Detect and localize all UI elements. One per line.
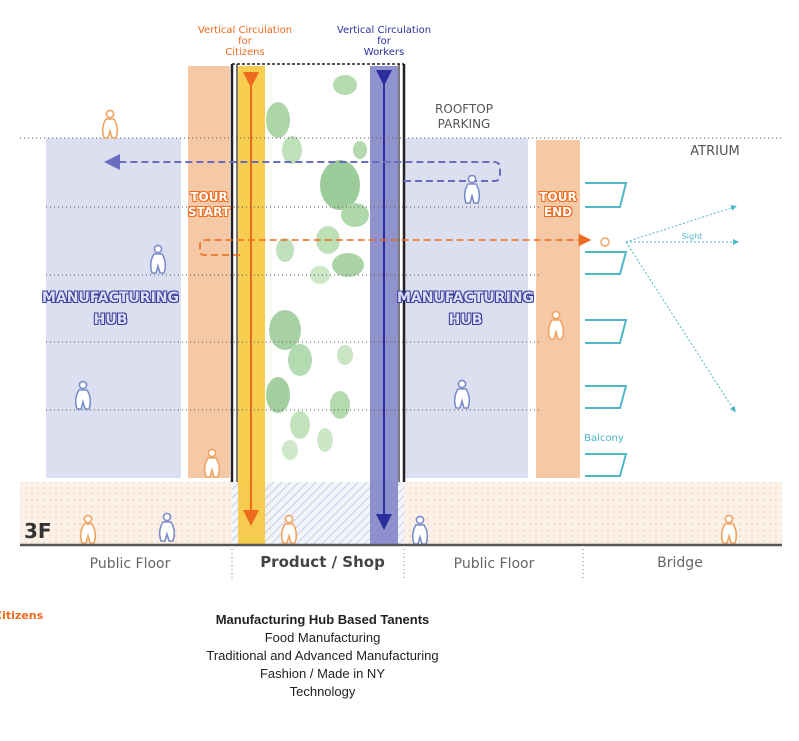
floor-public-left: Public Floor — [89, 556, 171, 572]
worker-tour-path — [104, 154, 501, 182]
viewer-head-icon — [600, 237, 610, 247]
floor-public-right: Public Floor — [453, 556, 535, 572]
floor-bridge: Bridge — [657, 555, 703, 571]
tenant-item: Traditional and Advanced Manufacturing — [206, 648, 439, 663]
manufacturing-hub-left-label: MANUFACTURING HUB — [41, 290, 180, 328]
manufacturing-hub-left-block — [46, 138, 181, 478]
sight-lines — [625, 205, 739, 413]
tenant-item: Technology — [289, 684, 356, 699]
tenants-list: Manufacturing Hub Based Tanents Food Man… — [150, 611, 495, 701]
manufacturing-hub-right-label: MANUFACTURING HUB — [396, 290, 535, 328]
floor-level-label: 3F — [24, 519, 52, 543]
tenant-item: Food Manufacturing — [264, 630, 381, 645]
atrium-label: ATRIUM — [690, 144, 740, 159]
vc-citizens-label: Vertical Circulation for Citizens — [197, 25, 293, 58]
citizens-legend-label: Citizens — [0, 609, 44, 622]
tour-end-label: TOUR END — [539, 190, 577, 219]
floor-product-shop: Product / Shop — [260, 553, 385, 571]
rooftop-parking-label: ROOFTOP PARKING — [435, 102, 493, 131]
tenant-item: Fashion / Made in NY — [259, 666, 385, 681]
atrium-greenery — [266, 75, 369, 460]
tour-start-label: TOUR START — [187, 190, 231, 219]
tenants-title: Manufacturing Hub Based Tanents — [215, 612, 430, 627]
citizen-tour-path — [199, 233, 592, 256]
vc-workers-label: Vertical Circulation for Workers — [336, 25, 432, 58]
tour-end-column — [536, 140, 580, 478]
balcony-label: Balcony — [584, 433, 624, 444]
sight-label: Sight — [681, 232, 703, 241]
balcony-icon — [585, 182, 628, 477]
tour-start-column — [188, 66, 230, 478]
